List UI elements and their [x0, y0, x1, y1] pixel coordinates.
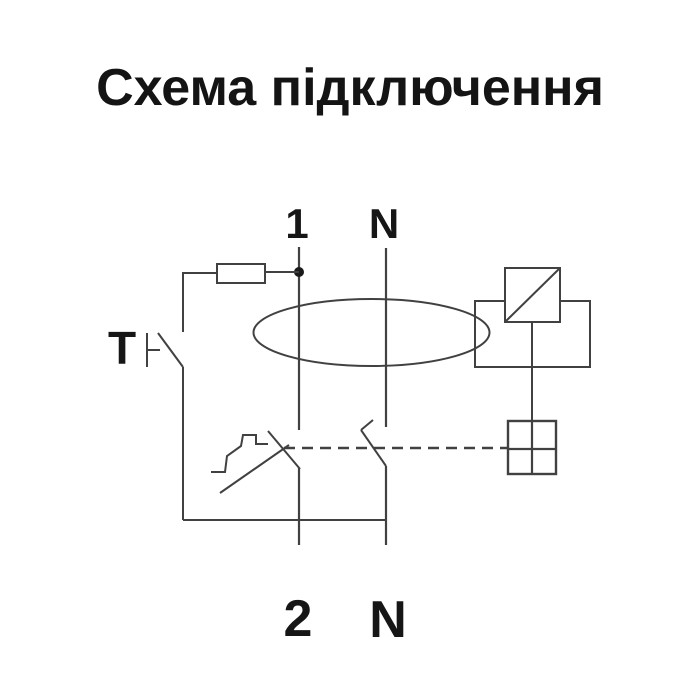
terminal-label-bottom-neutral: N — [369, 591, 407, 649]
page-title: Схема підключення — [96, 59, 604, 117]
line-pole-contact-icon — [267, 430, 301, 545]
trip-mechanism-icon — [211, 434, 290, 494]
test-circuit — [182, 263, 299, 332]
terminal-label-bottom-line: 2 — [284, 590, 313, 648]
terminal-label-top-neutral: N — [369, 200, 399, 247]
amplifier-square-icon — [504, 267, 561, 323]
test-button-icon — [146, 332, 184, 368]
test-resistor-icon — [216, 263, 266, 284]
neutral-pole-contact-icon — [360, 419, 388, 545]
terminal-label-top-line: 1 — [285, 200, 308, 247]
test-button-label: T — [108, 322, 136, 374]
current-transformer-icon — [252, 298, 491, 367]
trip-coil-terminal-icon — [506, 419, 558, 476]
